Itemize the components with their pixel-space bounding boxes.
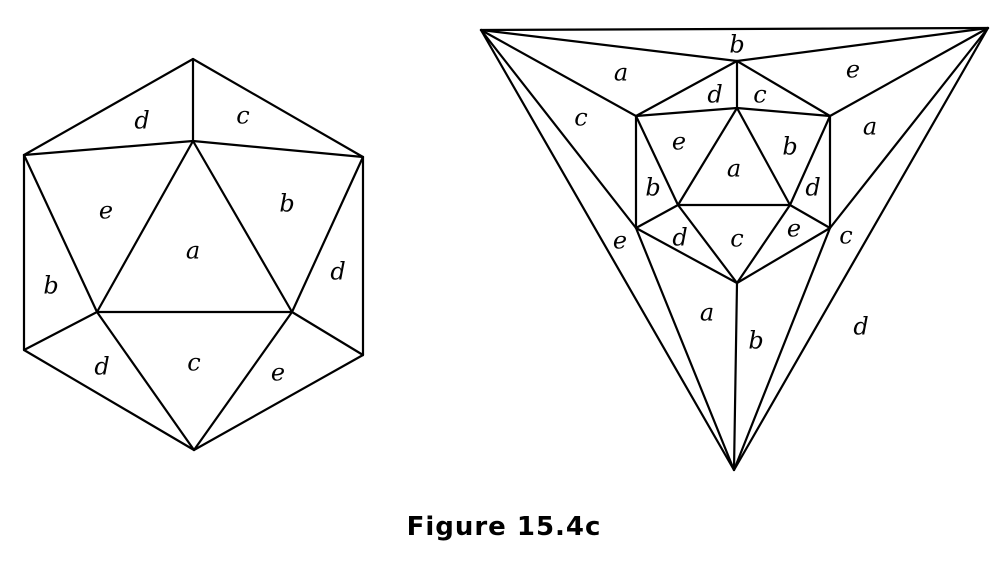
left-inner-triangle: [95, 139, 294, 314]
left-face-label: e: [99, 197, 113, 225]
edge-line: [634, 203, 680, 230]
edge-line: [191, 139, 365, 159]
right-face-label: b: [748, 327, 763, 355]
edge-line: [732, 281, 739, 472]
right-face-label: a: [614, 59, 628, 87]
right-face-label: e: [672, 128, 686, 156]
right-center-triangle: [676, 106, 792, 207]
right-face-label: b: [782, 133, 797, 161]
left-face-label: d: [94, 353, 109, 381]
edge-line: [735, 203, 792, 285]
edge-line: [290, 155, 365, 314]
edge-line: [634, 114, 680, 207]
right-face-label: a: [863, 113, 877, 141]
edge-line: [479, 28, 638, 118]
edge-line: [788, 203, 832, 230]
edge-line: [735, 26, 990, 63]
edge-line: [735, 106, 832, 118]
right-outer-triangle: [479, 26, 990, 472]
right-face-label: c: [574, 104, 587, 132]
right-face-label: b: [729, 31, 744, 59]
left-face-label: a: [186, 237, 200, 265]
edge-line: [22, 139, 195, 157]
edge-line: [634, 106, 739, 118]
left-face-label: e: [271, 359, 285, 387]
edge-line: [828, 26, 990, 118]
edge-line: [22, 153, 99, 314]
figure-caption: Figure 15.4c: [406, 512, 602, 542]
edge-line: [788, 114, 832, 207]
right-face-label: d: [672, 224, 687, 252]
right-face-label: d: [707, 81, 722, 109]
left-face-label: c: [236, 102, 249, 130]
edge-line: [95, 310, 196, 452]
right-face-label: e: [787, 215, 801, 243]
edge-line: [479, 28, 638, 230]
left-hexagon-diagram: d c e b a b d d c e: [22, 57, 365, 452]
right-face-label: a: [727, 155, 741, 183]
edge-line: [732, 226, 832, 472]
right-triangle-diagram: b a e c a d c e b a b d e d c e c a b d: [479, 26, 990, 472]
edge-line: [828, 26, 990, 230]
edge-line: [479, 28, 739, 63]
edge-line: [290, 310, 365, 357]
edge-line: [634, 226, 736, 472]
left-face-label: c: [187, 349, 200, 377]
right-face-label: e: [846, 56, 860, 84]
left-face-label: d: [330, 258, 345, 286]
right-face-label: e: [613, 227, 627, 255]
right-face-label: d: [853, 313, 868, 341]
edge-line: [22, 310, 99, 352]
right-face-label: c: [753, 81, 766, 109]
right-face-label: c: [839, 222, 852, 250]
right-face-label: d: [805, 174, 820, 202]
left-face-label: d: [134, 107, 149, 135]
edge-line: [676, 203, 739, 285]
left-face-label: b: [43, 272, 58, 300]
left-face-label: b: [279, 190, 294, 218]
right-face-label: c: [730, 225, 743, 253]
edge-line: [192, 310, 294, 452]
right-face-label: a: [700, 299, 714, 327]
right-face-label: b: [645, 174, 660, 202]
